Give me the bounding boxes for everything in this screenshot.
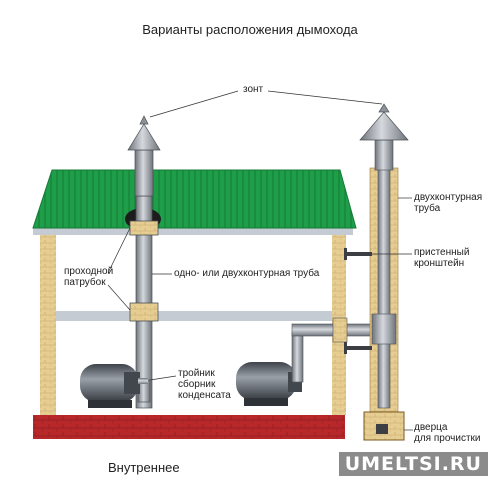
stove-right-legs (244, 398, 288, 406)
leader-prokh-2 (107, 284, 131, 311)
label-zont: зонт (243, 84, 264, 95)
label-prist-line1: пристенный (414, 247, 470, 258)
label-troynik: тройник сборник конденсата (178, 368, 231, 401)
stove-left-legs (88, 400, 132, 408)
outer-pipe-top (374, 139, 394, 171)
inner-cap-top (139, 115, 149, 125)
inner-cap (127, 123, 161, 151)
leader-zont-left (149, 90, 239, 118)
roof (32, 169, 357, 229)
outer-cap-top (378, 103, 390, 113)
foundation (33, 415, 345, 439)
ceiling-slab (33, 228, 353, 235)
left-wall (40, 228, 56, 415)
outer-pipe (377, 167, 391, 409)
wall-bracket-1 (346, 252, 372, 256)
label-dvertsa-line2: для прочистки (414, 433, 481, 444)
middle-floor-slab (56, 311, 332, 321)
label-prist-line2: кронштейн (414, 258, 465, 269)
link-pipe-vertical (291, 331, 304, 383)
label-troynik-line2: сборник (178, 379, 216, 390)
wall-bracket-2 (346, 346, 372, 350)
inner-pipe-roof (134, 149, 154, 197)
pass-through-upper (129, 220, 159, 236)
stove-left-door (124, 372, 140, 394)
stove-right-body (236, 362, 296, 400)
leader-zont-right (267, 90, 383, 105)
label-dvukhkonturnaya-truba: двухконтурная труба (414, 192, 482, 214)
outer-cap (359, 111, 409, 141)
stove-left-link (138, 378, 148, 384)
label-prokh-line1: проходной (64, 266, 114, 277)
label-dvertsa-line1: дверца (414, 422, 448, 433)
outer-tee (371, 313, 397, 345)
label-dvukh-line2: труба (414, 203, 441, 214)
label-prokhodnoy-patrubok: проходной патрубок (64, 266, 113, 288)
diagram-title: Варианты расположения дымохода (142, 22, 358, 37)
label-pristenny-kronshteyn: пристенный кронштейн (414, 247, 469, 269)
bracket-anchor-1 (344, 248, 347, 260)
wall-sleeve (332, 317, 348, 343)
label-dvukh-line1: двухконтурная (414, 192, 483, 203)
label-dvertsa: дверца для прочистки (414, 422, 481, 444)
label-troynik-line1: тройник (178, 368, 215, 379)
caption-vnutrennee: Внутреннее (108, 460, 180, 475)
watermark-logo: UMELTSI.RU (338, 452, 488, 476)
label-odno-ili-dvukh: одно- или двухконтурная труба (174, 268, 320, 279)
label-prokh-line2: патрубок (64, 277, 106, 288)
pass-through-lower (129, 302, 159, 322)
stove-left-body (80, 364, 138, 402)
cleaning-door (376, 424, 388, 434)
leader-troynik (149, 375, 177, 381)
leader-prokh-1 (107, 227, 131, 274)
bracket-anchor-2 (344, 342, 347, 354)
label-troynik-line3: конденсата (178, 390, 231, 401)
